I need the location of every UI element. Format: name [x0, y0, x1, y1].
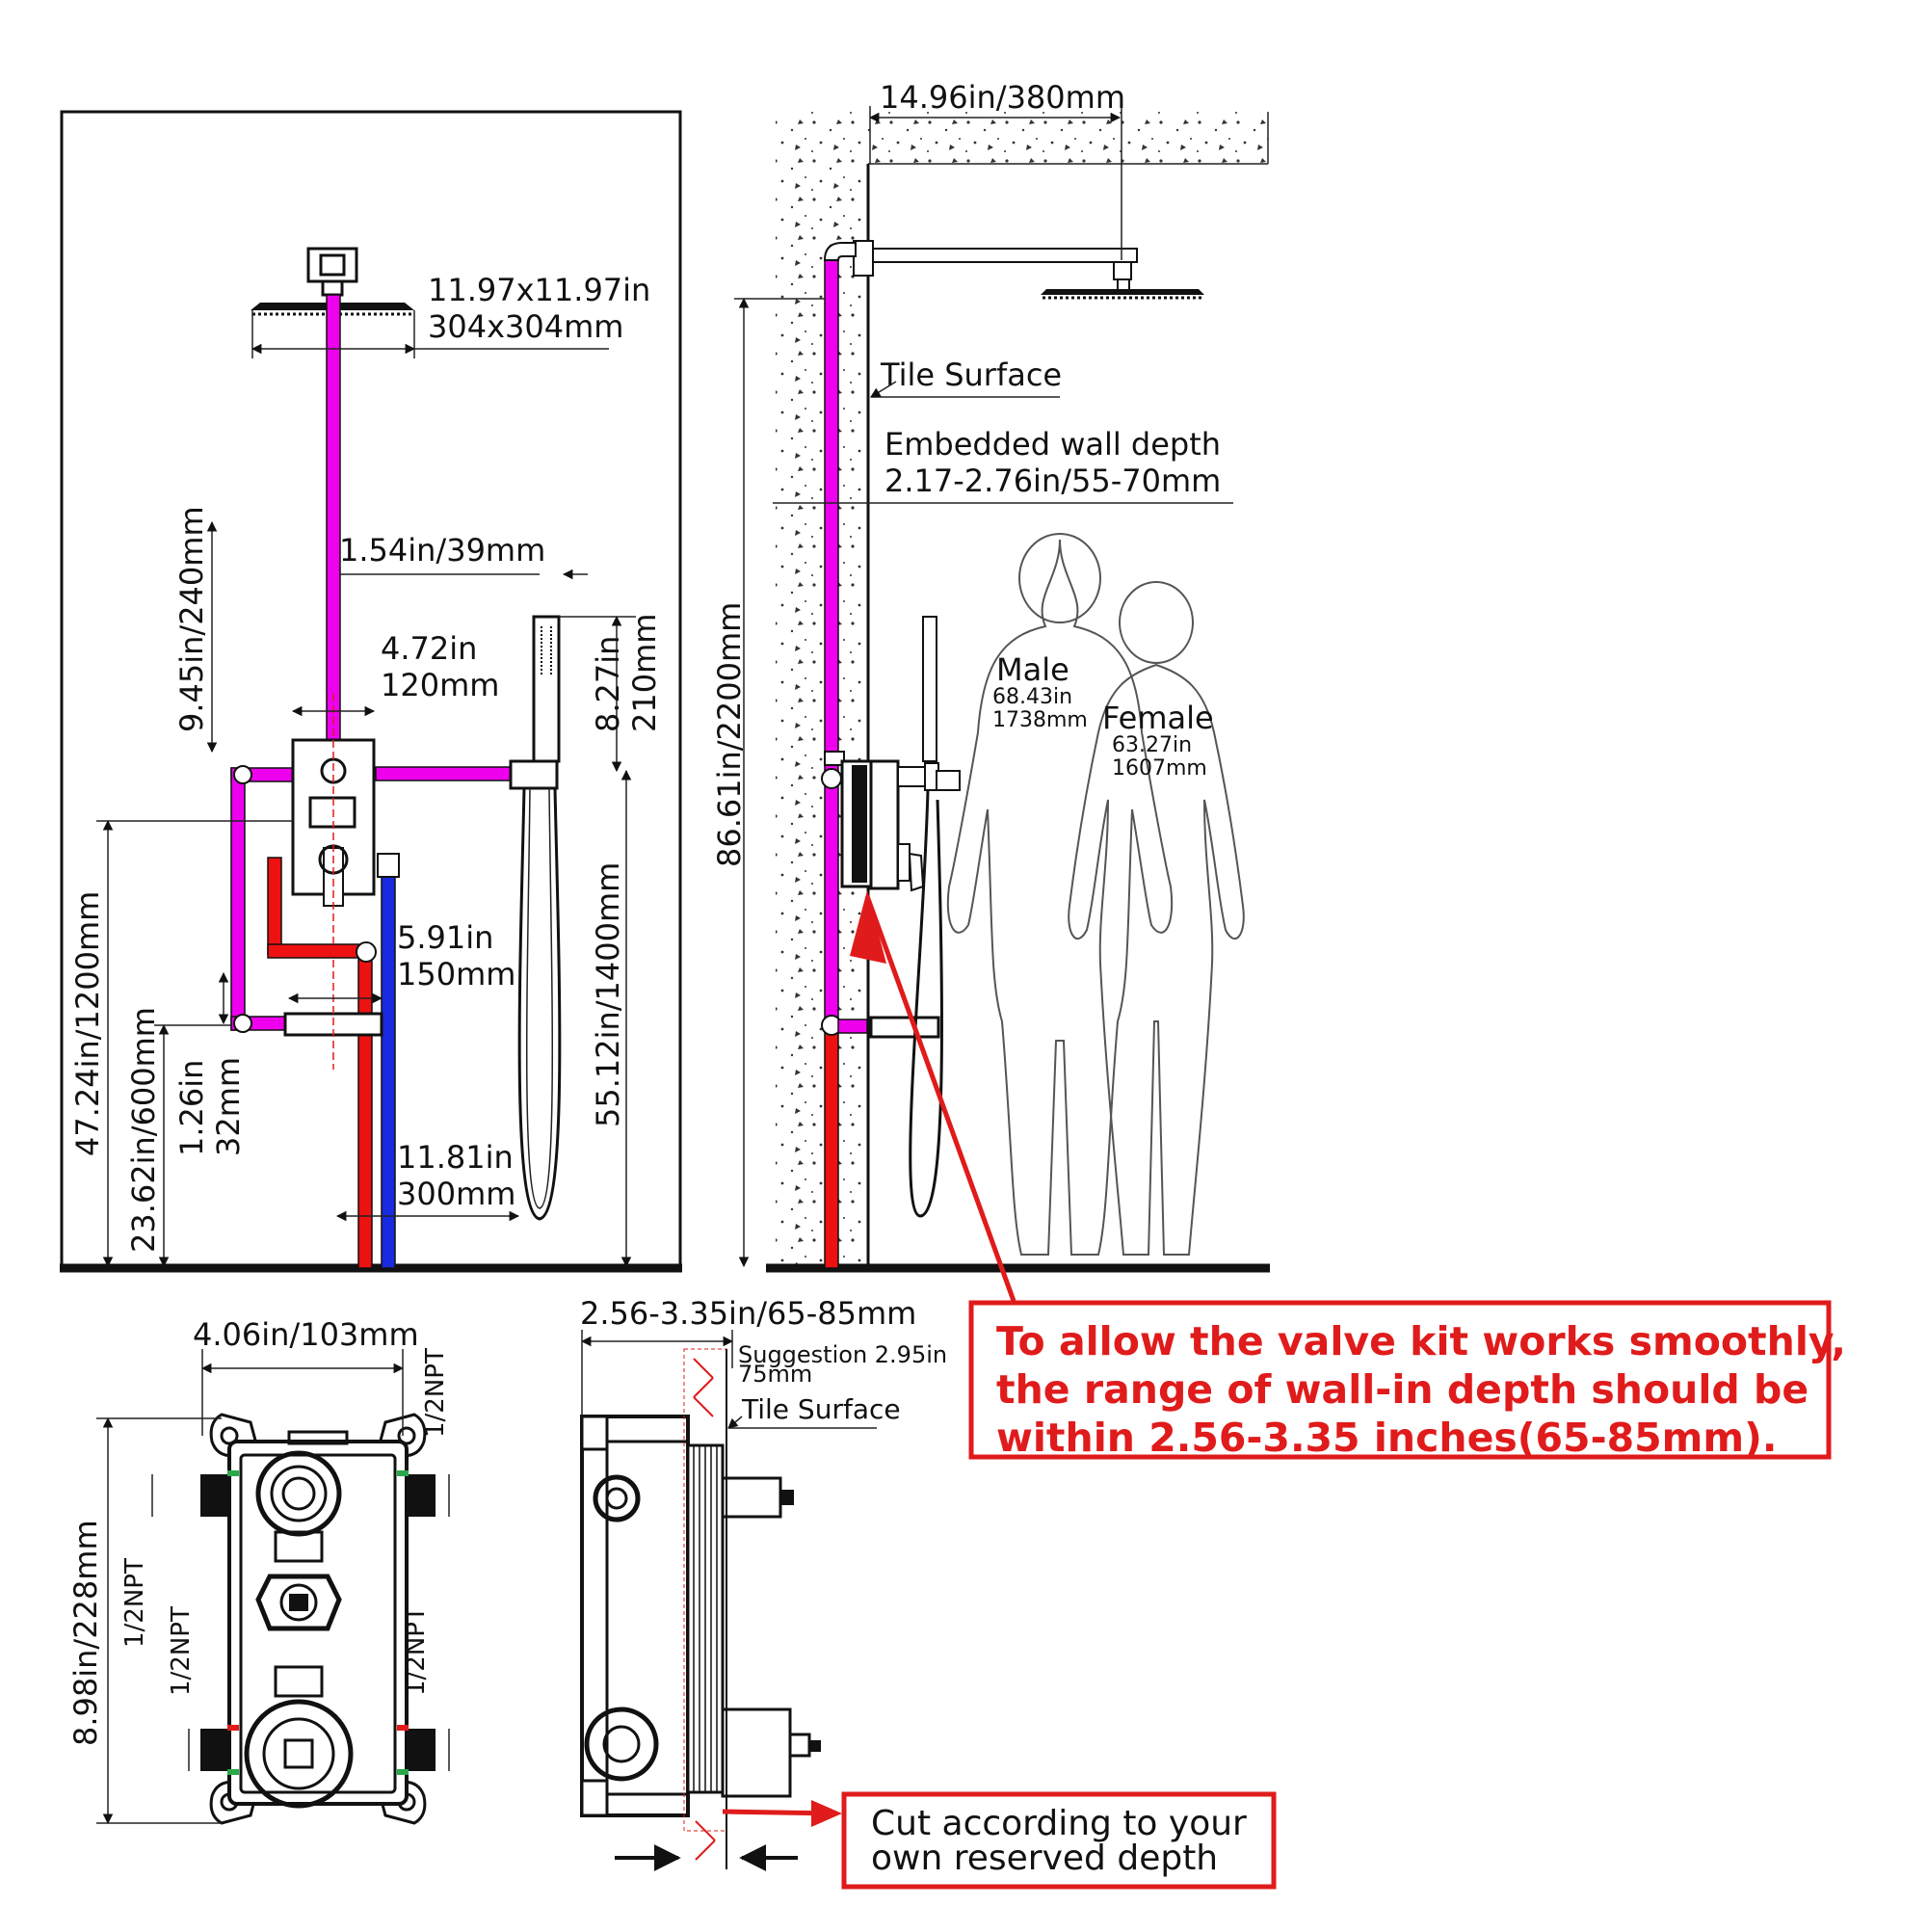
warning-line-3: within 2.56-3.35 inches(65-85mm). [996, 1415, 1777, 1461]
suggestion-line1: Suggestion 2.95in [738, 1341, 947, 1368]
warning-arrow-head [850, 890, 886, 964]
embedded-depth-label: Embedded wall depth [884, 426, 1221, 463]
warning-arrow-line [864, 895, 1016, 1302]
wall-concrete [776, 112, 868, 1266]
hot-water-pipes [267, 857, 377, 1269]
cut-depth-callout: Cut according to your own reserved depth [841, 1791, 1277, 1890]
npt-label-left-lower: 1/2NPT [167, 1606, 196, 1696]
riser-pipe-side [821, 242, 868, 1269]
inlet-spacing-mm: 300mm [397, 1176, 515, 1212]
valve-side-detail: 2.56-3.35in/65-85mm Suggestion 2.95in 75… [580, 1295, 947, 1871]
male-label: Male [996, 651, 1069, 688]
front-dimension-lines [96, 310, 636, 1268]
male-silhouette [946, 533, 1174, 1256]
showerhead-size-in: 11.97x11.97in [428, 272, 650, 308]
handheld-length-mm: 210mm [626, 614, 663, 732]
female-silhouette [1068, 581, 1245, 1256]
front-view: 11.97x11.97in 304x304mm 1.54in/39mm 4.72… [60, 110, 682, 1273]
npt-label-top-right: 1/2NPT [421, 1348, 450, 1438]
wall-depth-warning-callout: To allow the valve kit works smoothly, t… [968, 1300, 1846, 1461]
total-height-label: 86.61in/2200mm [711, 602, 748, 867]
valve-width-mm: 120mm [381, 667, 499, 703]
handheld-height-label: 55.12in/1400mm [590, 862, 626, 1127]
cold-water-pipe [377, 853, 400, 1269]
small-gap-in: 1.26in [173, 1060, 210, 1156]
valve-height-label: 47.24in/1200mm [69, 891, 106, 1156]
embedded-depth-value: 2.17-2.76in/55-70mm [884, 463, 1221, 499]
female-height-mm: 1607mm [1112, 756, 1207, 781]
small-gap-mm: 32mm [210, 1057, 247, 1156]
inlet-spacing-in: 11.81in [397, 1139, 514, 1176]
showerhead-size-mm: 304x304mm [428, 308, 623, 345]
side-view: 14.96in/380mm Tile Surface Embedded wall… [711, 79, 1270, 1302]
valve-width-in: 4.72in [381, 630, 477, 667]
ceiling-concrete [868, 112, 1268, 164]
cut-line-1: Cut according to your [871, 1804, 1247, 1843]
handheld-shower-front [509, 615, 562, 1221]
depth-range-label: 2.56-3.35in/65-85mm [580, 1295, 916, 1332]
female-label: Female [1102, 700, 1214, 736]
suggestion-line2: 75mm [738, 1361, 812, 1388]
hot-cold-gap-in: 5.91in [397, 919, 493, 956]
pipe-to-valve-label: 9.45in/240mm [173, 506, 210, 732]
npt-label-left-upper: 1/2NPT [120, 1558, 149, 1648]
cut-line-2: own reserved depth [871, 1839, 1218, 1878]
arm-length-label: 14.96in/380mm [880, 79, 1125, 116]
female-height-in: 63.27in [1112, 733, 1192, 757]
npt-label-right: 1/2NPT [402, 1606, 431, 1696]
handheld-length-in: 8.27in [590, 636, 626, 732]
male-height-mm: 1738mm [992, 708, 1088, 732]
warning-line-1: To allow the valve kit works smoothly, [996, 1318, 1846, 1364]
warning-line-2: the range of wall-in depth should be [996, 1366, 1808, 1413]
cut-arrow-head [811, 1800, 842, 1827]
hot-cold-gap-mm: 150mm [397, 956, 515, 992]
tile-surface-label-side: Tile Surface [880, 357, 1062, 393]
valve-front-detail: 4.06in/103mm 8.98in/228mm 1/2NPT 1/2NPT … [67, 1316, 450, 1825]
side-dimension-lines [734, 106, 1233, 1302]
male-height-in: 68.43in [992, 685, 1072, 709]
diverter-height-label: 23.62in/600mm [125, 1007, 162, 1253]
arm-offset-label: 1.54in/39mm [339, 532, 545, 569]
tile-surface-label-detail: Tile Surface [741, 1393, 901, 1425]
valve-width-label: 4.06in/103mm [193, 1316, 419, 1353]
valve-height-detail-label: 8.98in/228mm [67, 1520, 104, 1746]
valve-box-side [840, 616, 961, 1218]
shower-arm-side [853, 240, 1204, 300]
